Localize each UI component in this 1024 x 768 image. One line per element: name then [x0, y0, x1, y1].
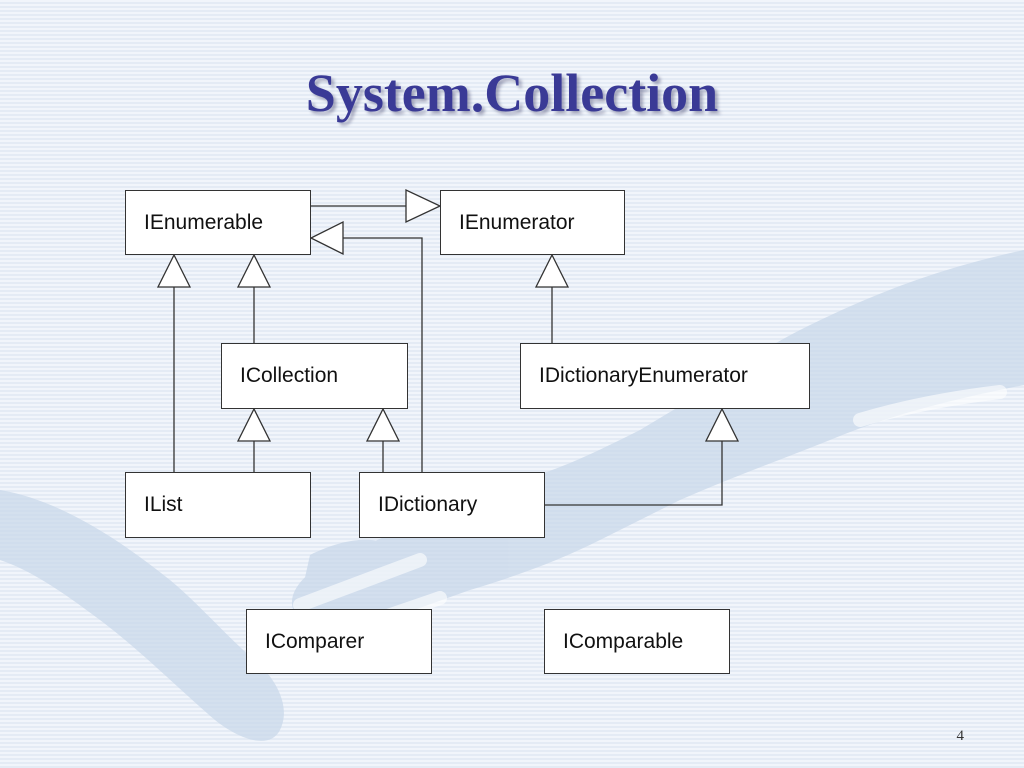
arrowhead-ienumerable-bottom-left: [156, 253, 192, 288]
node-idictionary: IDictionary: [359, 472, 545, 538]
arrowhead-ienumerator-bottom: [534, 253, 570, 288]
arrowhead-icollection-bottom-left: [236, 407, 272, 442]
node-ienumerator: IEnumerator: [440, 190, 625, 255]
node-label: IEnumerable: [144, 211, 264, 234]
node-label: IDictionaryEnumerator: [539, 364, 748, 387]
node-label: IDictionary: [378, 493, 478, 516]
node-icomparer: IComparer: [246, 609, 432, 674]
node-icollection: ICollection: [221, 343, 408, 409]
node-label: IList: [144, 493, 183, 516]
arrowhead-idictenum-bottom: [704, 407, 740, 442]
edge-idictionary-idictenum: [545, 441, 723, 506]
arrowhead-ienumerable-bottom-right: [236, 253, 272, 288]
node-idictionaryenumerator: IDictionaryEnumerator: [520, 343, 810, 409]
arrowhead-icollection-bottom-right: [365, 407, 401, 442]
arrowhead-ienumerable-right: [309, 220, 344, 256]
page-number: 4: [956, 728, 965, 744]
arrowhead-ienumerator-left: [405, 188, 442, 224]
edge-idictionary-ienumerable: [343, 237, 423, 472]
node-ienumerable: IEnumerable: [125, 190, 311, 255]
node-label: ICollection: [240, 364, 339, 387]
node-label: IEnumerator: [459, 211, 575, 234]
slide-title: System.Collection: [305, 63, 719, 123]
node-label: IComparable: [563, 630, 684, 653]
node-icomparable: IComparable: [544, 609, 730, 674]
node-label: IComparer: [265, 630, 365, 653]
node-ilist: IList: [125, 472, 311, 538]
